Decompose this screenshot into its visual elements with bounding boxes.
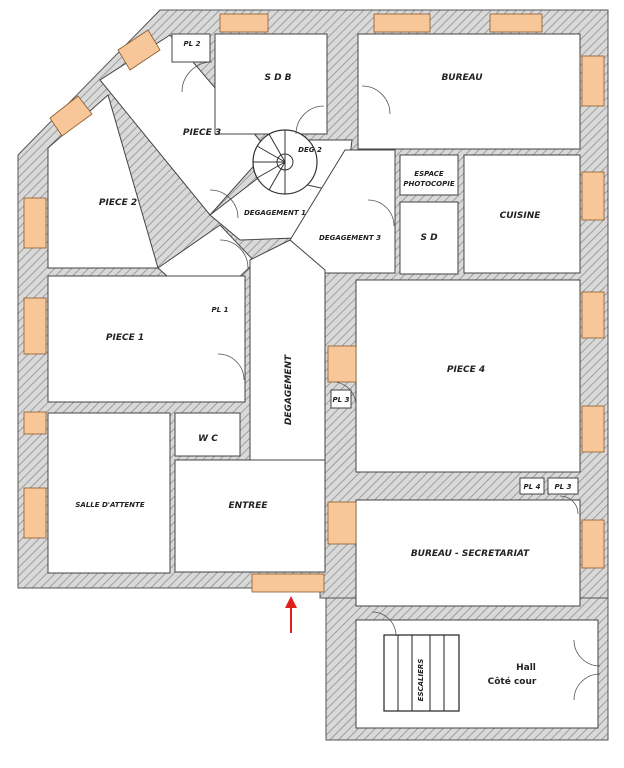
label-piece1: PIECE 1 <box>106 333 144 343</box>
label-degagement: DEGAGEMENT <box>284 354 294 425</box>
label-entree: ENTREE <box>228 501 268 511</box>
room-sd <box>399 201 459 275</box>
label-pl3: PL 3 <box>333 396 350 404</box>
label-piece3: PIECE 3 <box>183 128 221 138</box>
label-sd: S D <box>420 233 438 243</box>
room-salle-attente <box>47 412 171 574</box>
label-cote-cour: Côté cour <box>488 676 537 687</box>
label-cuisine: CUISINE <box>500 211 542 221</box>
windows <box>23 13 605 593</box>
label-bureau-secretariat: BUREAU - SECRETARIAT <box>411 549 530 559</box>
doors <box>181 61 601 701</box>
label-espace: ESPACE <box>414 170 444 178</box>
room-pl4 <box>519 477 545 495</box>
label-pl4: PL 4 <box>524 483 541 491</box>
label-bureau: BUREAU <box>441 73 483 83</box>
room-pl2 <box>171 33 211 63</box>
label-pl1: PL 1 <box>212 306 229 314</box>
label-escaliers: ESCALIERS <box>417 659 425 702</box>
room-entree <box>174 459 326 573</box>
room-cuisine <box>463 154 581 274</box>
room-labels: PL 2 S D B BUREAU PIECE 3 DEG 2 PIECE 2 … <box>75 40 571 701</box>
label-degagement1: DEGAGEMENT 1 <box>244 209 306 217</box>
label-hall: Hall <box>516 663 536 673</box>
room-piece4 <box>355 279 581 473</box>
room-espace-photocopie <box>399 154 459 196</box>
room-pl3 <box>330 389 352 409</box>
label-wc: W C <box>198 434 218 444</box>
label-degagement3: DEGAGEMENT 3 <box>319 234 381 242</box>
room-bureau-secretariat <box>355 499 581 607</box>
label-piece2: PIECE 2 <box>99 198 137 208</box>
label-salle-attente: SALLE D'ATTENTE <box>75 501 144 509</box>
label-piece4: PIECE 4 <box>447 365 485 375</box>
spiral-stair <box>252 129 318 195</box>
label-sdb: S D B <box>264 73 291 83</box>
room-bureau <box>357 33 581 150</box>
label-deg2: DEG 2 <box>298 146 322 154</box>
room-wc <box>174 412 241 457</box>
label-pl2: PL 2 <box>184 40 201 48</box>
room-piece1 <box>47 275 246 403</box>
entrance-arrow <box>285 596 297 633</box>
room-sdb <box>214 33 328 135</box>
room-pl3b <box>547 477 579 495</box>
main-stair <box>383 634 460 712</box>
label-photocopie: PHOTOCOPIE <box>403 180 454 188</box>
label-pl3b: PL 3 <box>555 483 572 491</box>
